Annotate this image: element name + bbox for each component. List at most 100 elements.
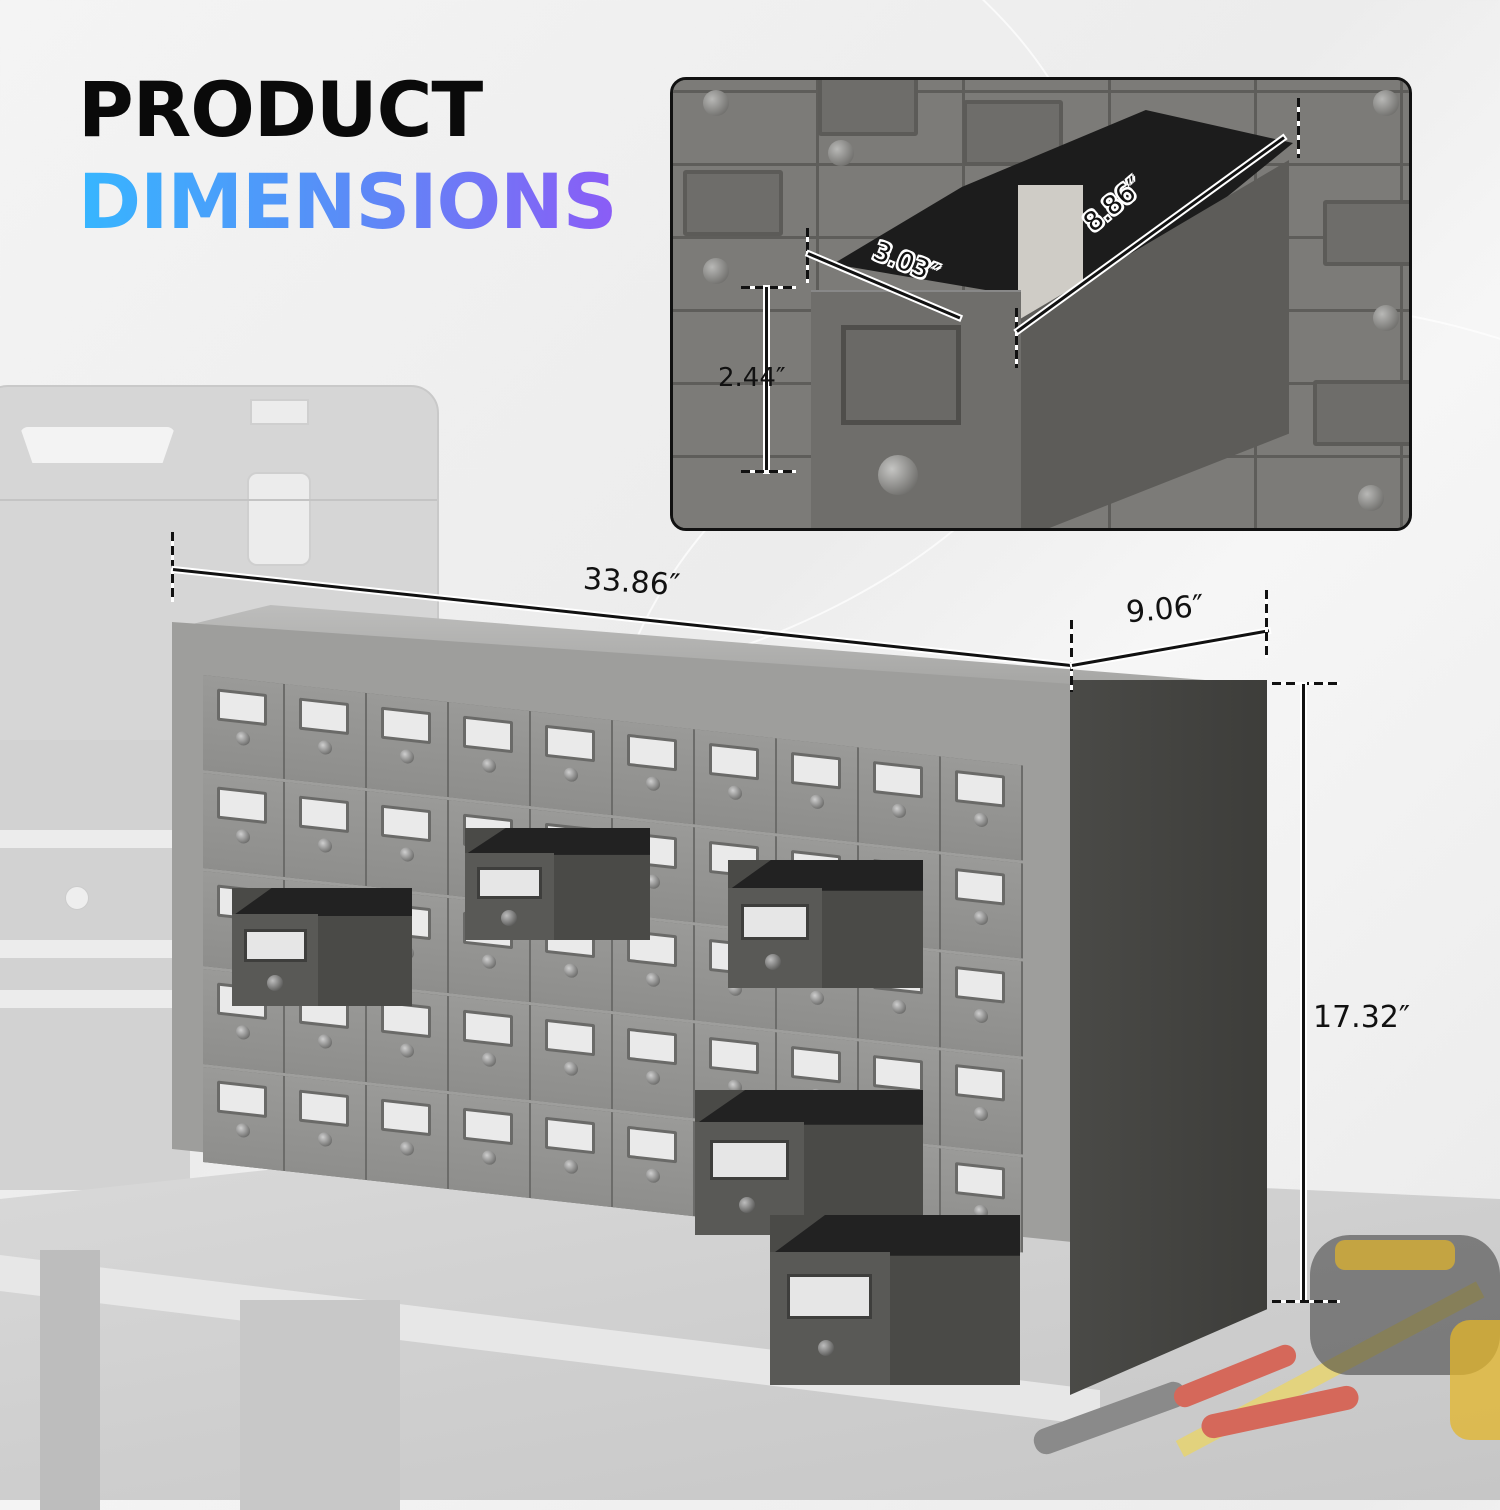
drawer [367, 1085, 447, 1189]
dimension-tick [741, 470, 796, 473]
drawer [285, 782, 365, 886]
drawer-knob [564, 766, 578, 783]
toolbox-latch-hinge [250, 399, 309, 425]
shelf-rail [0, 940, 190, 958]
drawer-interior [770, 1215, 1020, 1256]
label-holder [299, 697, 349, 736]
title-line-dimensions: DIMENSIONS [78, 157, 617, 246]
dimension-tick [171, 532, 174, 602]
drawer-interior [465, 828, 650, 855]
label-holder [244, 928, 308, 963]
toolbox-latch [247, 472, 311, 566]
label-holder [463, 1107, 513, 1146]
drawer-knob [318, 1033, 332, 1050]
label-holder [786, 1273, 872, 1320]
open-drawer [770, 1215, 1020, 1385]
drawer [941, 854, 1021, 959]
drawer [941, 756, 1021, 861]
drawer-knob [564, 1060, 578, 1077]
drawer-knob [482, 1149, 496, 1166]
drawer [367, 791, 447, 895]
shelf-knob [65, 886, 89, 910]
dimension-tick [1272, 682, 1340, 685]
drawer-knob [564, 962, 578, 979]
drawer-detail-inset [670, 77, 1412, 531]
drawer-knob [482, 953, 496, 970]
drawer-knob [400, 846, 414, 863]
drawer [367, 693, 447, 797]
open-drawer [728, 860, 923, 988]
drawer [777, 738, 857, 843]
workbench-leg [40, 1250, 100, 1510]
label-holder [477, 866, 543, 899]
drawer-knob [236, 1122, 250, 1139]
drawer-knob [266, 974, 283, 991]
label-holder [381, 804, 431, 843]
drawer-interior [232, 888, 412, 917]
drawer-knob [318, 1131, 332, 1148]
label-holder [545, 724, 595, 763]
dimension-tick [1297, 98, 1300, 158]
open-drawer [232, 888, 412, 1006]
drawer [285, 684, 365, 788]
background-shelving [0, 740, 190, 1190]
label-holder [627, 1125, 677, 1164]
drawer-knob [236, 730, 250, 747]
drawer-knob [974, 1106, 988, 1122]
drawer-knob [974, 812, 988, 828]
drawer-knob [703, 258, 729, 284]
label-holder [955, 966, 1005, 1004]
drawer-knob [400, 1140, 414, 1157]
drawer [531, 711, 611, 816]
drawer-knob [646, 971, 660, 988]
shelf-rail [0, 830, 190, 848]
height-label: 17.32″ [1313, 1000, 1411, 1035]
page-title: PRODUCT DIMENSIONS [78, 72, 617, 246]
label-holder [217, 1080, 267, 1119]
drawer-knob [1358, 485, 1384, 511]
drawer [613, 720, 693, 825]
drawer-knob [482, 757, 496, 774]
drawer [203, 1067, 283, 1171]
drawer-knob [1373, 305, 1399, 331]
drawer-knob [828, 140, 854, 166]
drawer [449, 1094, 529, 1198]
drawer-knob [974, 1008, 988, 1024]
drawer [285, 1076, 365, 1180]
drawer-knob [500, 910, 517, 927]
drawer-knob [974, 910, 988, 926]
label-holder [545, 1116, 595, 1155]
drawer-knob [892, 999, 906, 1015]
label-frame [683, 170, 783, 236]
label-frame [1323, 200, 1409, 266]
drawer-front [728, 888, 822, 988]
drawer-height-label: 2.44″ [718, 363, 786, 393]
drawer [203, 675, 283, 779]
label-holder [791, 751, 841, 790]
drawer-knob [318, 837, 332, 854]
drawer-knob [810, 794, 824, 810]
dimension-tick [1265, 590, 1268, 658]
tape-measure-accent [1335, 1240, 1455, 1270]
label-holder [627, 1027, 677, 1066]
dimension-tick [1070, 620, 1073, 692]
drawer [613, 1014, 693, 1119]
drawer-front [770, 1252, 890, 1385]
dimension-tick [806, 228, 809, 283]
cabinet-side [1070, 680, 1267, 1395]
open-drawer [695, 1090, 923, 1235]
drawer [941, 952, 1021, 1057]
label-holder [627, 733, 677, 772]
drawer [203, 773, 283, 877]
dimension-tick [1015, 308, 1018, 368]
drawer-front [232, 913, 319, 1006]
dimension-tick [741, 286, 796, 289]
label-holder [217, 786, 267, 825]
drawer [613, 1112, 693, 1217]
drawer-knob [1373, 90, 1399, 116]
drawer-knob [236, 828, 250, 845]
toolbox-handle [20, 427, 175, 463]
drawer-knob [703, 90, 729, 116]
drawer-knob [818, 1339, 834, 1356]
height-dimension-line [1302, 684, 1305, 1300]
